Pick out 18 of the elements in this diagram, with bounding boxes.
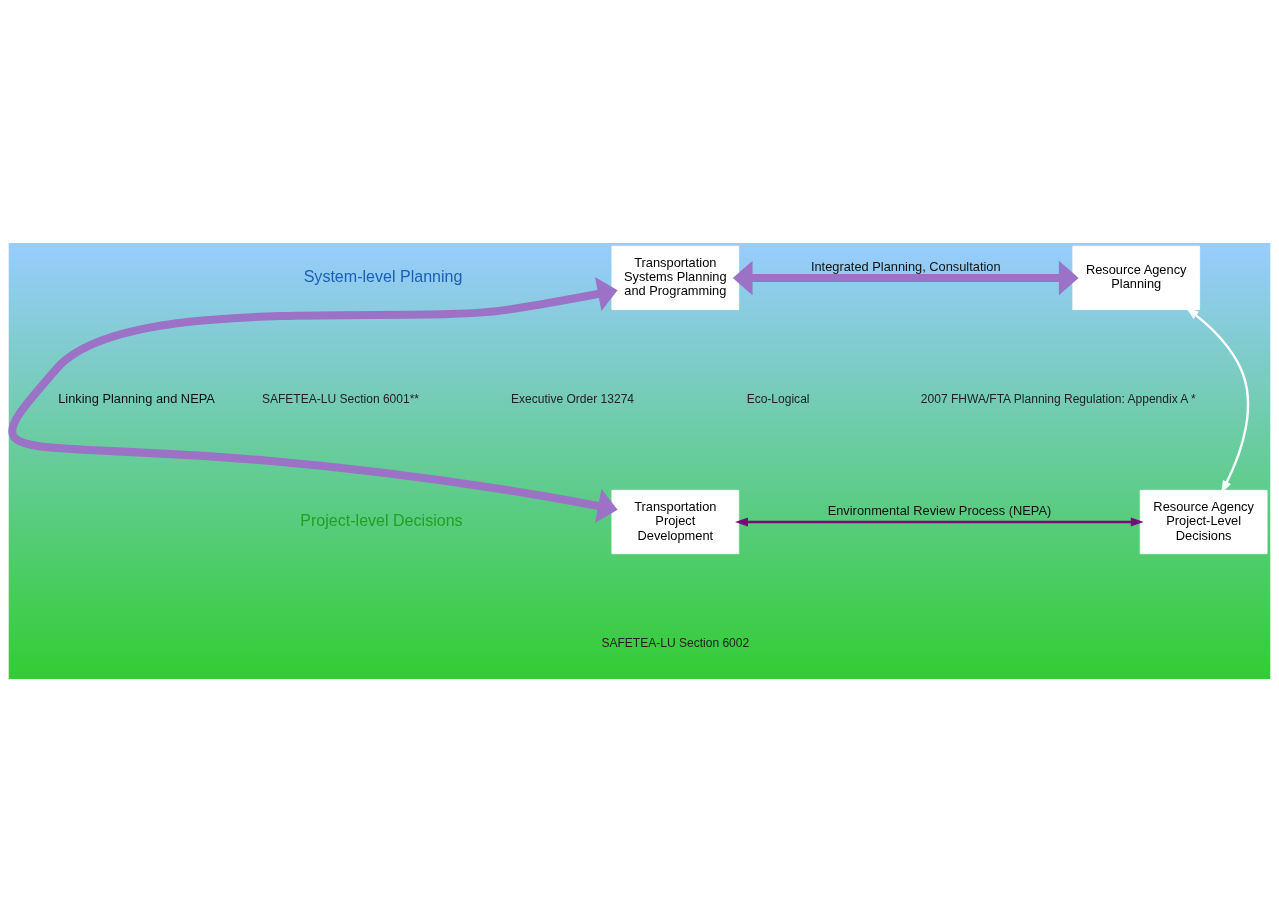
node-box: Resource Agency Project-Level Decisions [1139, 489, 1268, 555]
label: Executive Order 13274 [511, 391, 635, 406]
edge-label: Environmental Review Process (NEPA) [827, 503, 1052, 519]
label: Eco-Logical [746, 391, 810, 406]
arrow [9, 276, 618, 524]
edge-label: Linking Planning and NEPA [58, 391, 215, 407]
node-box: Resource Agency Planning [1072, 245, 1201, 311]
arrow [732, 260, 1079, 296]
label: SAFETEA-LU Section 6001** [261, 391, 420, 406]
label: Project-level Decisions [300, 511, 463, 530]
edge-label: Integrated Planning, Consultation [810, 259, 1001, 275]
arrow [735, 517, 1144, 527]
label: System-level Planning [303, 266, 463, 285]
label: SAFETEA-LU Section 6002 [601, 635, 750, 650]
label: 2007 FHWA/FTA Planning Regulation: Appendix A * [920, 391, 1196, 406]
arrow [1186, 307, 1250, 494]
node-box: Transportation Systems Planning and Programming [611, 245, 740, 311]
node-box: Transportation Project Development [611, 489, 740, 555]
